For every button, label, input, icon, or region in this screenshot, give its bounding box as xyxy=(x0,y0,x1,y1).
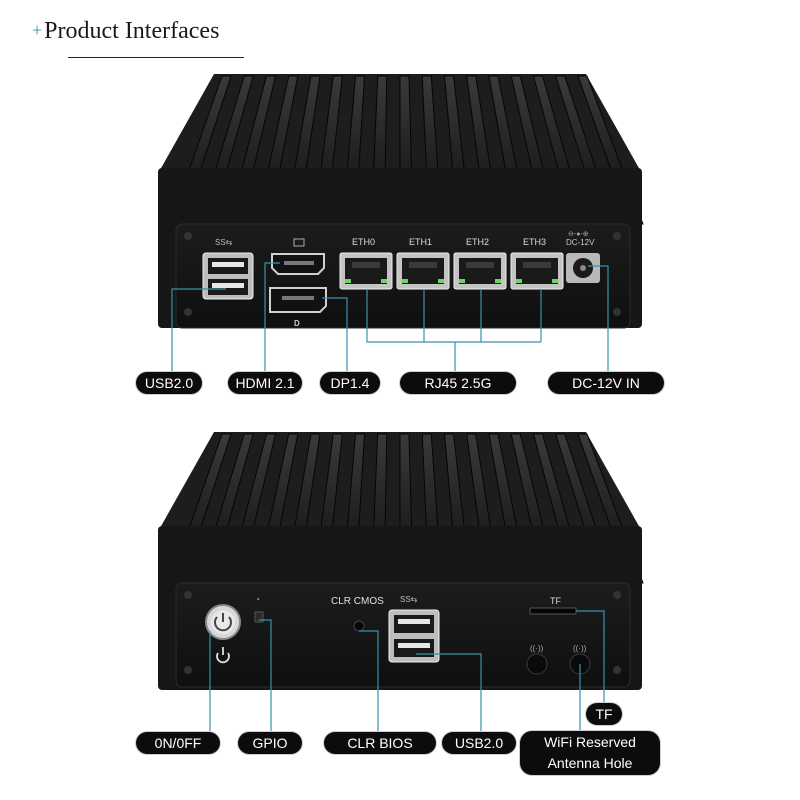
clr-cmos-hole xyxy=(353,620,365,632)
antenna-hole-left: ((·)) xyxy=(526,644,548,675)
svg-text:((·)): ((·)) xyxy=(530,644,544,653)
power-symbol-icon xyxy=(216,647,230,664)
front-usb-mark: SS⇆ xyxy=(215,238,233,247)
dp-logo-icon: D xyxy=(294,319,300,328)
front-device: SS⇆ D ETH0 ETH1 ETH2 ETH xyxy=(158,74,644,329)
callout-usb-front: USB2.0 xyxy=(136,372,202,394)
callout-gpio: GPIO xyxy=(238,732,302,754)
dc-label: DC-12V xyxy=(566,238,595,247)
callout-wifi-antenna: WiFi Reserved Antenna Hole xyxy=(520,731,660,775)
dc-polarity-icon: ⊖-●-⊕ xyxy=(568,231,589,238)
callout-rj45: RJ45 2.5G xyxy=(400,372,516,394)
back-usb-mark: SS⇆ xyxy=(400,595,418,604)
rj45-ports: ETH0 ETH1 ETH2 ETH3 xyxy=(339,237,564,290)
front-hdmi-port xyxy=(271,253,325,275)
rj45-label-eth2: ETH2 xyxy=(466,237,489,247)
callout-clr-bios: CLR BIOS xyxy=(324,732,436,754)
rj45-port-eth3 xyxy=(510,252,564,290)
callout-dp: DP1.4 xyxy=(320,372,380,394)
front-dc-jack xyxy=(566,253,600,283)
back-usb-port xyxy=(388,609,440,663)
rj45-port-eth1 xyxy=(396,252,450,290)
hdmi-logo-icon xyxy=(293,238,305,247)
svg-text:((·)): ((·)) xyxy=(573,644,587,653)
callout-hdmi: HDMI 2.1 xyxy=(228,372,302,394)
front-dp-port xyxy=(269,287,327,313)
plus-icon: + xyxy=(32,20,43,40)
rj45-port-eth2 xyxy=(453,252,507,290)
callout-power: 0N/0FF xyxy=(136,732,220,754)
power-button xyxy=(205,604,241,640)
heading-underline xyxy=(68,57,244,58)
rj45-label-eth1: ETH1 xyxy=(409,237,432,247)
heading-title: Product Interfaces xyxy=(44,18,220,44)
front-usb-port xyxy=(202,252,254,300)
clr-cmos-label: CLR CMOS xyxy=(331,596,384,607)
tf-slot xyxy=(529,607,577,615)
gpio-header xyxy=(254,611,264,623)
gpio-mark-icon: ◔ xyxy=(255,595,260,604)
section-heading: +Product Interfaces xyxy=(32,18,219,45)
tf-label: TF xyxy=(550,596,561,606)
callout-wifi-line2: Antenna Hole xyxy=(547,755,633,771)
callout-usb-back: USB2.0 xyxy=(442,732,516,754)
back-device: ◔ CLR CMOS SS⇆ TF ((·)) ((·)) xyxy=(158,432,644,690)
callout-wifi-line1: WiFi Reserved xyxy=(544,734,636,750)
callout-dc: DC-12V IN xyxy=(548,372,664,394)
rj45-label-eth0: ETH0 xyxy=(352,237,375,247)
front-callout-lines xyxy=(171,262,609,382)
rj45-label-eth3: ETH3 xyxy=(523,237,546,247)
callout-tf: TF xyxy=(586,703,622,725)
rj45-port-eth0 xyxy=(339,252,393,290)
back-callout-lines xyxy=(209,610,605,742)
